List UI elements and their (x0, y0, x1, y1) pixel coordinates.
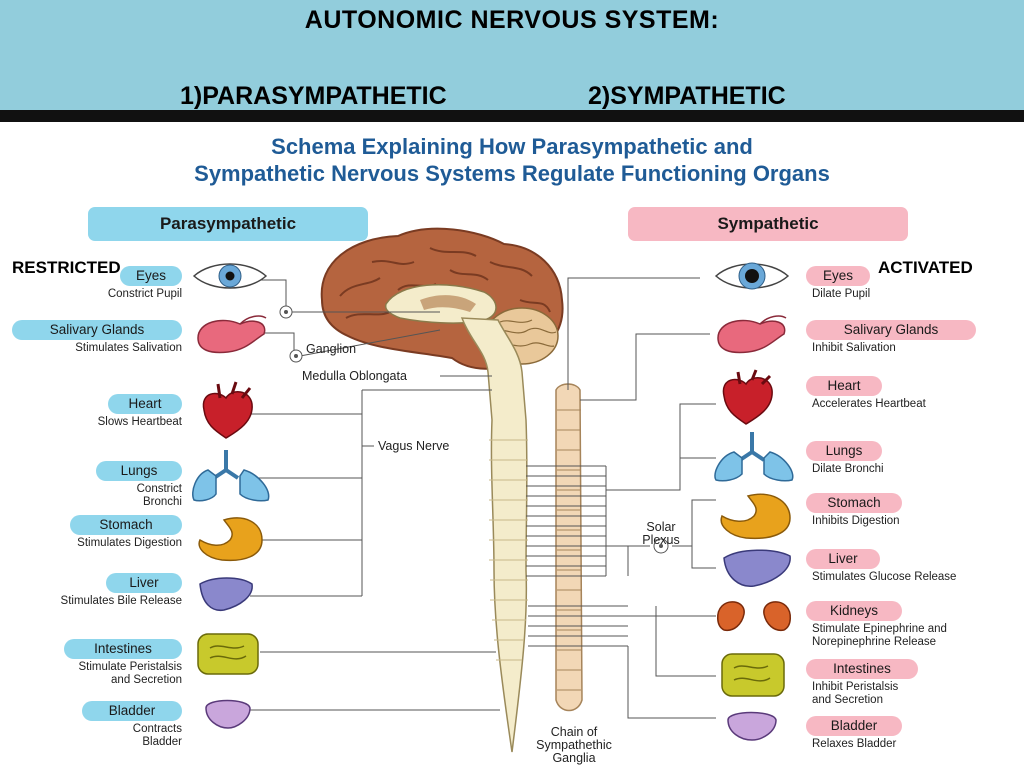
symp-organ-salivary-glands: Salivary Glands (806, 320, 976, 340)
para-organ-salivary-glands: Salivary Glands (12, 320, 182, 340)
activated-note: ACTIVATED (878, 258, 973, 277)
chain-ganglia-label: Chain of Sympathethic Ganglia (514, 726, 634, 765)
para-effect-bladder-line-2: Bladder (142, 736, 182, 748)
symp-effect-intestines: Inhibit Peristalsis and Secretion (812, 681, 1012, 707)
symp-effect-salivary-glands: Inhibit Salivation (812, 342, 896, 354)
brain-icon (320, 227, 564, 370)
para-organ-bladder: Bladder (82, 701, 182, 721)
para-effect-eyes: Constrict Pupil (107, 288, 182, 300)
symp-effect-kidneys-line-2: Norepinephrine Release (812, 636, 937, 648)
left-heart-icon (202, 381, 253, 439)
left-intestines-icon (197, 633, 259, 675)
symp-effect-kidneys-line-1: Stimulate Epinephrine and (812, 623, 947, 635)
symp-organ-intestines: Intestines (806, 659, 918, 679)
solar-plexus-label: Solar Plexus (632, 521, 690, 547)
para-organ-eyes: Eyes (120, 266, 182, 286)
parasympathetic-subtitle: 1)PARASYMPATHETIC (180, 82, 447, 110)
chain-ganglia-line-1: Chain of (550, 725, 598, 739)
symp-effect-eyes: Dilate Pupil (812, 288, 871, 300)
slide-header: AUTONOMIC NERVOUS SYSTEM: 1)PARASYMPATHE… (0, 0, 1024, 110)
symp-effect-kidneys: Stimulate Epinephrine and Norepinephrine… (812, 623, 1018, 649)
chain-ganglia-line-3: Ganglia (552, 751, 596, 765)
right-intestines-icon (721, 653, 785, 697)
para-effect-lungs: Constrict Bronchi (20, 483, 182, 509)
sympathetic-heading: Sympathetic (628, 207, 908, 241)
left-stomach-icon (198, 517, 263, 562)
left-salivary-gland-icon (197, 315, 267, 354)
para-organ-intestines: Intestines (64, 639, 182, 659)
left-eye-icon (192, 263, 268, 289)
para-effect-lungs-line-1: Constrict (136, 483, 182, 495)
ganglion-label: Ganglion (306, 342, 357, 356)
symp-organ-lungs: Lungs (806, 441, 882, 461)
symp-effect-liver: Stimulates Glucose Release (812, 571, 957, 583)
header-divider (0, 110, 1024, 122)
vagus-nerve-label: Vagus Nerve (378, 439, 450, 453)
sympathetic-subtitle: 2)SYMPATHETIC (588, 82, 786, 110)
sympathetic-chain (555, 383, 583, 712)
para-organ-liver: Liver (106, 573, 182, 593)
left-bladder-icon (205, 699, 251, 729)
symp-organ-heart: Heart (806, 376, 882, 396)
chain-ganglia-line-2: Sympathethic (536, 738, 612, 752)
para-effect-intestines-line-1: Stimulate Peristalsis (78, 661, 182, 673)
solar-plexus-line-2: Plexus (642, 533, 680, 547)
diagram-title-line-1: Schema Explaining How Parasympathetic an… (271, 134, 753, 159)
para-effect-salivary-glands: Stimulates Salivation (75, 342, 182, 354)
symp-organ-bladder: Bladder (806, 716, 902, 736)
right-stomach-icon (720, 493, 791, 540)
para-effect-intestines-line-2: and Secretion (111, 674, 182, 686)
symp-organ-liver: Liver (806, 549, 880, 569)
medulla-oblongata-label: Medulla Oblongata (302, 369, 407, 383)
para-organ-lungs: Lungs (96, 461, 182, 481)
solar-plexus-line-1: Solar (646, 520, 676, 534)
diagram-title-line-2: Sympathetic Nervous Systems Regulate Fun… (194, 161, 830, 186)
left-lungs-icon (192, 450, 270, 502)
symp-effect-lungs: Dilate Bronchi (812, 463, 884, 475)
para-organ-stomach: Stomach (70, 515, 182, 535)
symp-organ-stomach: Stomach (806, 493, 902, 513)
symp-effect-intestines-line-2: and Secretion (812, 694, 883, 706)
slide-title: AUTONOMIC NERVOUS SYSTEM: (304, 6, 720, 34)
right-eye-icon (714, 262, 790, 290)
right-liver-icon (723, 549, 791, 587)
para-effect-heart: Slows Heartbeat (97, 416, 182, 428)
symp-effect-heart: Accelerates Heartbeat (812, 398, 926, 410)
para-effect-bladder-line-1: Contracts (132, 723, 182, 735)
diagram-title: Schema Explaining How Parasympathetic an… (0, 133, 1024, 187)
right-bladder-icon (727, 711, 777, 741)
para-organ-heart: Heart (108, 394, 182, 414)
symp-effect-intestines-line-1: Inhibit Peristalsis (812, 681, 899, 693)
right-kidneys-icon (717, 601, 791, 632)
symp-effect-stomach: Inhibits Digestion (812, 515, 900, 527)
left-liver-icon (199, 577, 253, 612)
symp-organ-kidneys: Kidneys (806, 601, 902, 621)
symp-organ-eyes: Eyes (806, 266, 870, 286)
symp-effect-bladder: Relaxes Bladder (812, 738, 897, 750)
spinal-cord (460, 317, 528, 753)
para-effect-bladder: Contracts Bladder (20, 723, 182, 749)
right-lungs-icon (714, 432, 794, 482)
right-salivary-gland-icon (717, 315, 787, 354)
parasympathetic-heading: Parasympathetic (88, 207, 368, 241)
right-heart-icon (722, 369, 773, 425)
para-effect-intestines: Stimulate Peristalsis and Secretion (10, 661, 182, 687)
restricted-note: RESTRICTED (12, 258, 121, 277)
para-effect-lungs-line-2: Bronchi (143, 496, 182, 508)
para-effect-stomach: Stimulates Digestion (77, 537, 182, 549)
para-effect-liver: Stimulates Bile Release (60, 595, 182, 607)
